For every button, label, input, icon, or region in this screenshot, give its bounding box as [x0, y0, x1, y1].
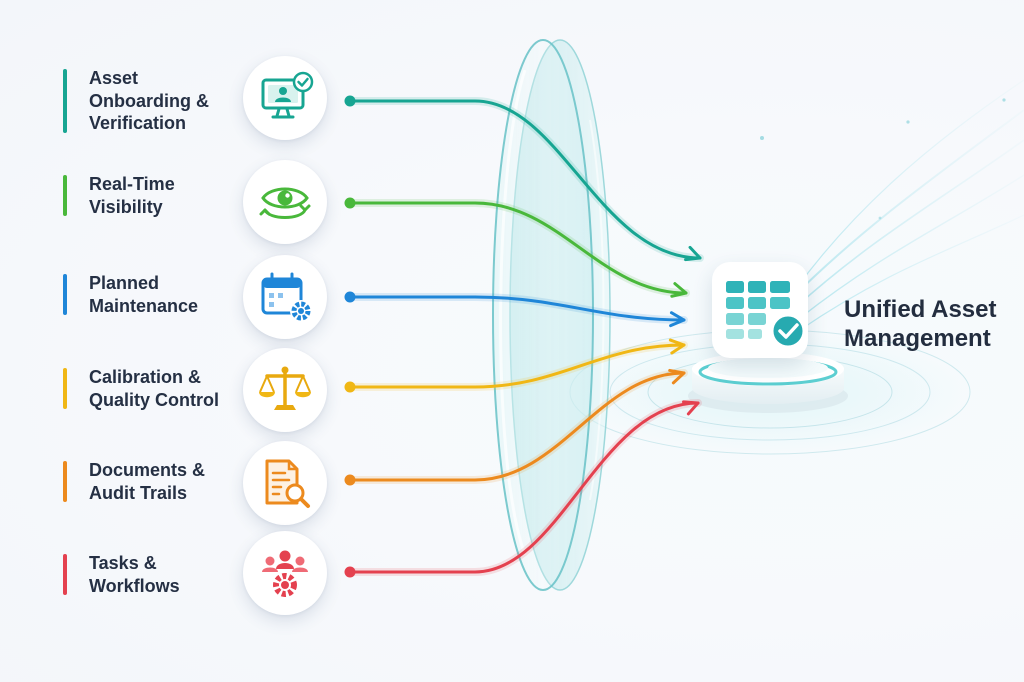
- connector-arrowhead-calibration: [668, 338, 686, 355]
- item-icon-badge: [243, 531, 327, 615]
- item-color-bar: [63, 461, 67, 502]
- item-color-bar: [63, 69, 67, 133]
- item-color-bar: [63, 368, 67, 409]
- item-label-text: Planned Maintenance: [89, 273, 199, 316]
- data-streams: [760, 79, 1024, 331]
- item-icon-badge: [243, 160, 327, 244]
- item-color-bar: [63, 274, 67, 315]
- item-label-text: Asset Onboarding & Verification: [89, 68, 209, 133]
- item-icon-badge: [243, 56, 327, 140]
- connectors: [344, 95, 704, 578]
- glass-lens: [492, 39, 611, 591]
- document-search-icon: [265, 459, 310, 508]
- connector-arrowhead-planned-maintenance: [669, 311, 686, 328]
- item-color-bar: [63, 554, 67, 595]
- item-label-text: Tasks & Workflows: [89, 553, 180, 596]
- item-color-bar: [63, 175, 67, 216]
- item-label-planned-maintenance: Planned Maintenance: [63, 272, 238, 317]
- connector-arrowhead-documents: [668, 368, 686, 385]
- hub-pedestal: [688, 352, 848, 413]
- connector-dot-tasks: [344, 566, 356, 578]
- connector-dot-planned-maintenance: [344, 291, 356, 303]
- connector-dot-real-time-visibility: [344, 197, 356, 209]
- monitor-user-check-icon: [261, 71, 314, 119]
- connector-dot-calibration: [344, 381, 356, 393]
- connector-line-calibration: [348, 343, 686, 389]
- item-label-tasks: Tasks & Workflows: [63, 552, 238, 597]
- connector-line-planned-maintenance: [348, 295, 686, 322]
- item-label-text: Real-Time Visibility: [89, 174, 175, 217]
- connector-line-real-time-visibility: [348, 201, 688, 295]
- item-icon-badge: [243, 348, 327, 432]
- connector-dot-documents: [344, 474, 356, 486]
- item-label-documents: Documents & Audit Trails: [63, 459, 238, 504]
- connector-dot-asset-onboarding: [344, 95, 356, 107]
- item-label-asset-onboarding: Asset Onboarding & Verification: [63, 67, 238, 135]
- connector-arrowhead-real-time-visibility: [670, 282, 688, 298]
- connector-line-tasks: [348, 401, 700, 574]
- balance-scale-icon: [259, 366, 311, 410]
- eye-refresh-icon: [259, 187, 311, 219]
- hub-title: Unified Asset Management: [844, 296, 997, 352]
- item-label-calibration: Calibration & Quality Control: [63, 366, 238, 411]
- item-icon-badge: [243, 441, 327, 525]
- item-label-text: Documents & Audit Trails: [89, 460, 206, 503]
- connector-line-asset-onboarding: [348, 99, 702, 260]
- connector-arrowhead-tasks: [682, 400, 700, 416]
- team-gear-icon: [262, 550, 308, 597]
- hub-card: [712, 262, 808, 358]
- connector-arrowhead-asset-onboarding: [684, 245, 702, 262]
- item-label-real-time-visibility: Real-Time Visibility: [63, 173, 238, 218]
- item-label-text: Calibration & Quality Control: [89, 367, 219, 410]
- calendar-gear-icon: [261, 272, 312, 322]
- connector-line-documents: [348, 371, 686, 482]
- table-check-icon: [726, 281, 806, 349]
- item-icon-badge: [243, 255, 327, 339]
